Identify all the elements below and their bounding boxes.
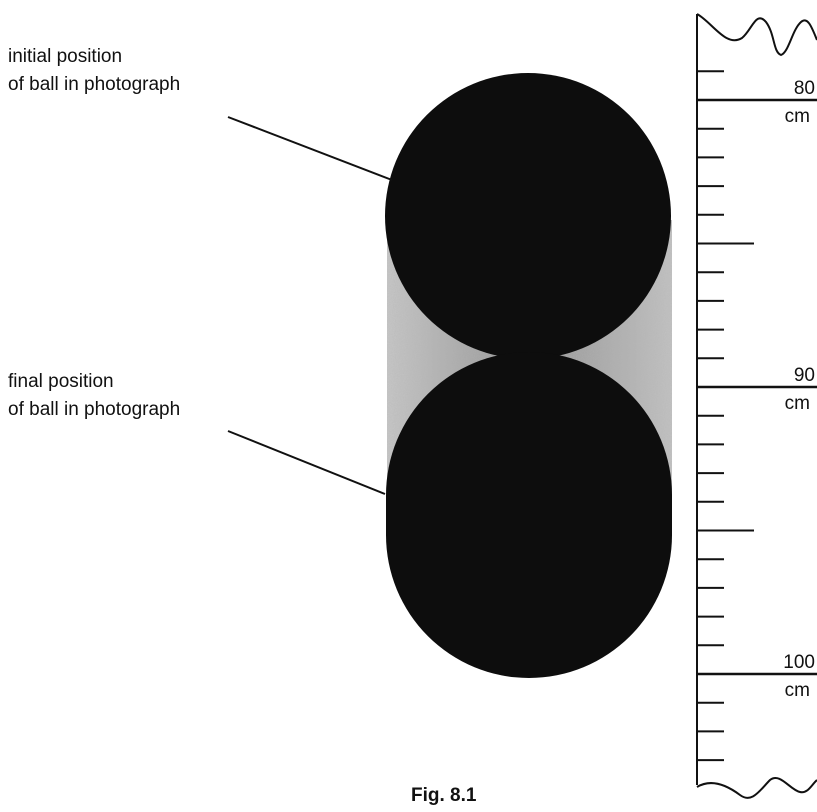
metre-ruler: 80 cm 90 cm 100 cm <box>696 13 817 799</box>
label-final-line2: of ball in photograph <box>8 399 180 420</box>
ruler-value-label: 90 <box>794 365 815 386</box>
label-initial-line1: initial position <box>8 46 122 67</box>
leader-line-initial <box>227 116 393 181</box>
ruler-unit-label: cm <box>785 393 810 414</box>
figure-caption: Fig. 8.1 <box>411 785 477 806</box>
ruler-unit-label: cm <box>785 680 810 701</box>
ball-initial <box>385 73 671 359</box>
leader-line-final <box>227 430 386 495</box>
label-final-line1: final position <box>8 371 114 392</box>
ruler-unit-label: cm <box>785 106 810 127</box>
ruler-outline <box>696 13 817 799</box>
ball-final <box>386 352 672 678</box>
label-initial-line2: of ball in photograph <box>8 74 180 95</box>
ruler-value-label: 80 <box>794 78 815 99</box>
ruler-value-label: 100 <box>783 652 815 673</box>
